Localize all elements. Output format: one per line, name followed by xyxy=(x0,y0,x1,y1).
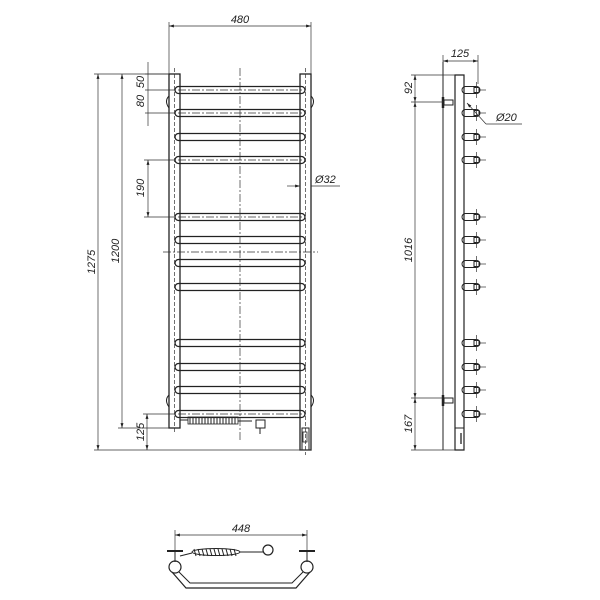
heating-coil-top xyxy=(179,544,274,557)
dim-overall-height: 1275 xyxy=(86,73,311,451)
side-rung-ends xyxy=(461,82,486,422)
dim-label-50: 50 xyxy=(135,75,147,88)
dim-label-1275: 1275 xyxy=(86,249,98,274)
right-frame-post xyxy=(299,68,312,455)
dim-label-80: 80 xyxy=(135,94,147,107)
side-view: 125 Ø20 92 1016 167 xyxy=(403,48,522,451)
dim-side-vertical: 92 1016 167 xyxy=(403,74,455,451)
side-wall-mounts xyxy=(441,97,454,406)
dim-label-167: 167 xyxy=(403,414,415,433)
front-view: 480 50 80 190 Ø32 1200 xyxy=(86,14,340,455)
dim-label-125-side: 125 xyxy=(451,48,470,60)
dim-rung-diameter: Ø20 xyxy=(466,102,522,125)
dim-label-480: 480 xyxy=(231,14,250,26)
dim-label-448: 448 xyxy=(232,523,251,535)
dim-label-125-front: 125 xyxy=(135,422,147,441)
dim-pipe-diameter: Ø32 xyxy=(287,174,340,188)
rung-top-outline xyxy=(171,571,311,589)
dim-label-d32: Ø32 xyxy=(314,174,336,186)
heating-element xyxy=(180,416,266,434)
left-frame-post xyxy=(168,68,181,432)
bracket-icon xyxy=(166,95,170,109)
dim-group-spacing: 190 xyxy=(135,159,175,218)
dim-overall-width: 480 xyxy=(168,14,312,74)
dim-label-92: 92 xyxy=(403,82,415,94)
dim-depth: 125 xyxy=(442,48,479,84)
top-view: 448 xyxy=(167,523,315,589)
dim-label-1200: 1200 xyxy=(110,238,122,263)
plug-icon xyxy=(255,419,266,429)
plug-icon xyxy=(262,544,274,556)
dim-bottom-offset: 125 xyxy=(135,413,175,450)
dim-mounting-height: 1200 xyxy=(110,73,169,429)
dim-mount-width: 448 xyxy=(174,523,308,552)
dim-label-1016: 1016 xyxy=(403,237,415,262)
dim-label-d20: Ø20 xyxy=(495,112,518,124)
dim-label-190: 190 xyxy=(135,178,147,197)
dim-top-offsets: 50 80 xyxy=(135,62,175,126)
